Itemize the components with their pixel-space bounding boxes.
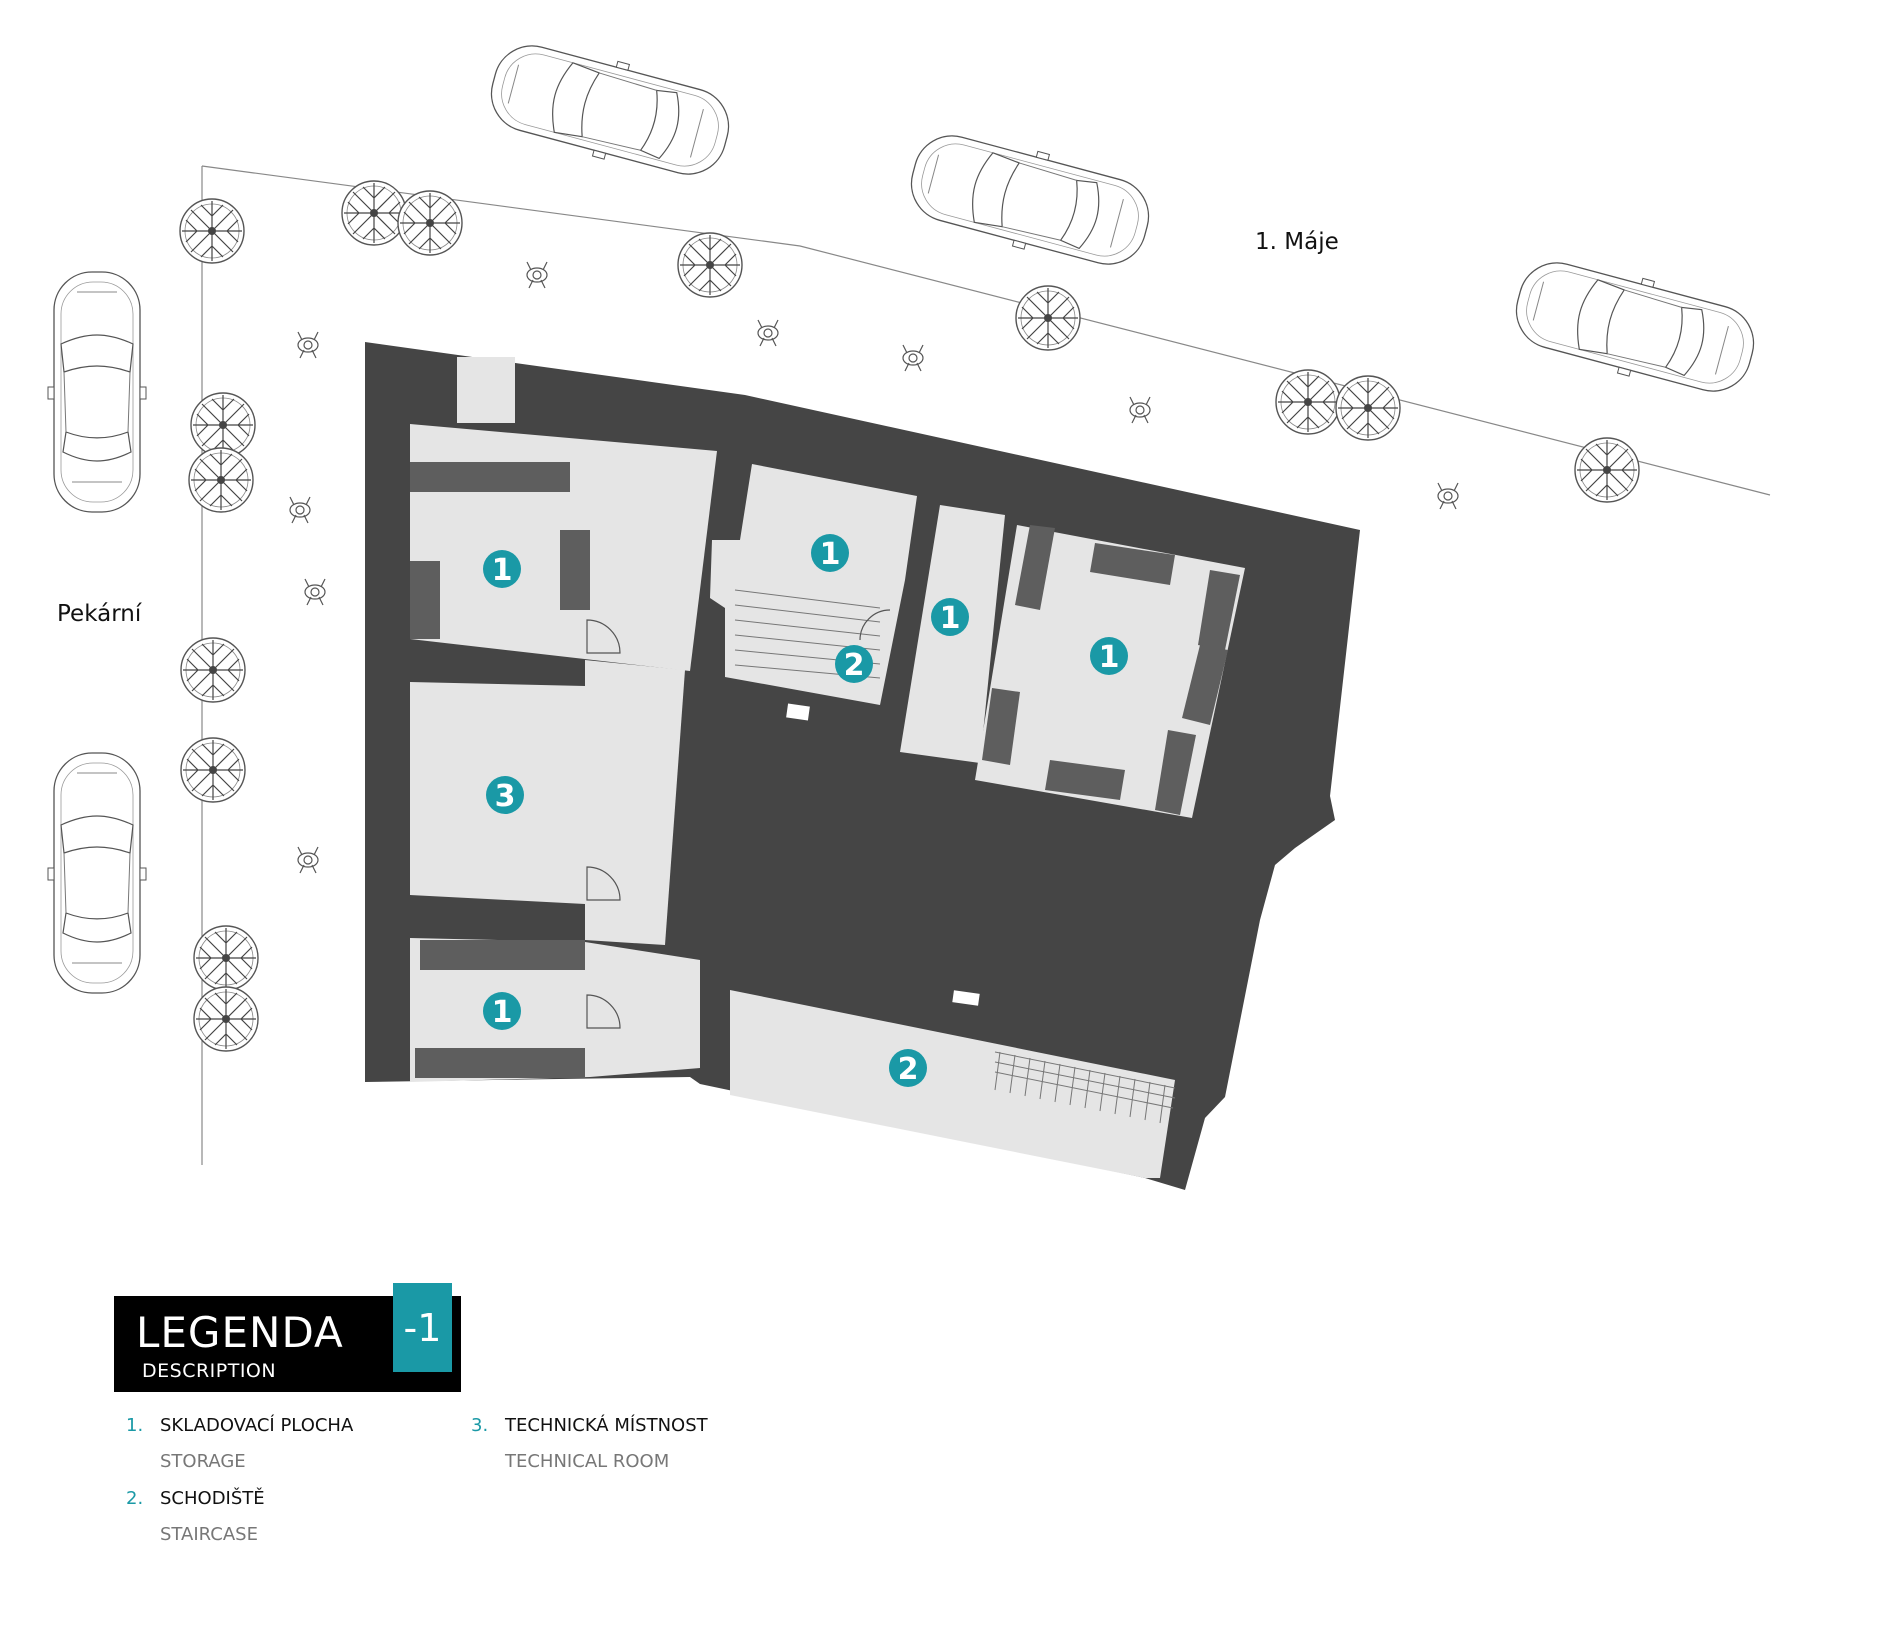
room-badge: 1 bbox=[931, 598, 969, 636]
room-badge: 1 bbox=[483, 992, 521, 1030]
room-floor-staircase-s bbox=[730, 990, 1175, 1178]
svg-text:2: 2 bbox=[844, 648, 865, 683]
svg-text:1: 1 bbox=[492, 553, 513, 588]
tree-icon bbox=[188, 447, 254, 513]
person-icon bbox=[757, 319, 779, 347]
person-icon bbox=[1129, 396, 1151, 424]
wall-openings bbox=[786, 703, 980, 1006]
person-icon bbox=[526, 261, 548, 289]
street-label-north: 1. Máje bbox=[1255, 229, 1339, 255]
tree-icon bbox=[1574, 437, 1640, 503]
person-icon bbox=[304, 578, 326, 606]
person-icon bbox=[902, 344, 924, 372]
tree-icon bbox=[193, 986, 259, 1052]
tree-icon bbox=[180, 737, 246, 803]
room-badge: 1 bbox=[1090, 637, 1128, 675]
svg-text:1: 1 bbox=[1099, 640, 1120, 675]
tree-icon bbox=[1335, 375, 1401, 441]
car-icon bbox=[47, 271, 147, 513]
room-badge: 2 bbox=[835, 645, 873, 683]
shelves bbox=[410, 462, 1240, 1078]
tree-icon bbox=[179, 198, 245, 264]
doors bbox=[586, 609, 891, 1029]
tree-icon bbox=[1275, 369, 1341, 435]
room-badge: 1 bbox=[483, 550, 521, 588]
room-badge: 2 bbox=[889, 1049, 927, 1087]
street-label-west: Pekární bbox=[57, 601, 142, 627]
tree-icon bbox=[397, 190, 463, 256]
stairs bbox=[734, 589, 1176, 1124]
car-icon bbox=[47, 752, 147, 994]
light-well bbox=[457, 357, 515, 423]
svg-text:2: 2 bbox=[898, 1052, 919, 1087]
person-icon bbox=[289, 496, 311, 524]
legend-title: LEGENDA bbox=[136, 1308, 344, 1357]
tree-icon bbox=[677, 232, 743, 298]
tree-icon bbox=[193, 925, 259, 991]
legend-subtitle: DESCRIPTION bbox=[142, 1360, 277, 1382]
tree-icon bbox=[180, 637, 246, 703]
corridor-west bbox=[585, 660, 685, 945]
person-icon bbox=[297, 846, 319, 874]
person-icon bbox=[1437, 482, 1459, 510]
car-icon bbox=[480, 30, 740, 190]
person-icon bbox=[297, 331, 319, 359]
svg-text:1: 1 bbox=[492, 995, 513, 1030]
legend-level-badge: -1 bbox=[393, 1283, 452, 1372]
tree-icon bbox=[1015, 285, 1081, 351]
svg-text:3: 3 bbox=[495, 779, 516, 814]
svg-text:1: 1 bbox=[940, 601, 961, 636]
room-badges: 1 1 1 1 3 1 2 2 bbox=[483, 534, 1128, 1087]
car-icon bbox=[900, 120, 1160, 280]
room-badge: 3 bbox=[486, 776, 524, 814]
tree-icon bbox=[341, 180, 407, 246]
svg-text:1: 1 bbox=[820, 537, 841, 572]
room-floor-storage-sw bbox=[410, 938, 700, 1082]
room-badge: 1 bbox=[811, 534, 849, 572]
car-icon bbox=[1505, 247, 1765, 407]
